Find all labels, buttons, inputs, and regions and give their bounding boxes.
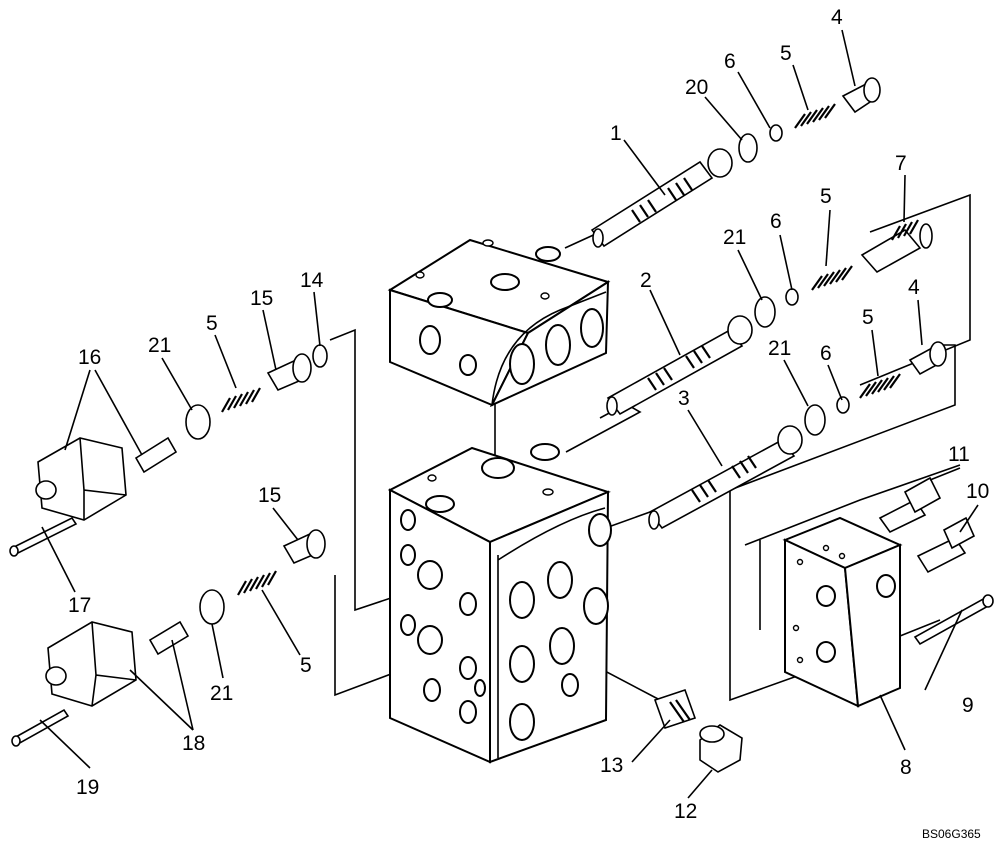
pilot-cap-16 [35, 436, 178, 521]
main-valve-block [387, 443, 612, 764]
bolt-9 [913, 594, 994, 646]
o-ring-21a [754, 296, 776, 328]
callout-3: 3 [678, 387, 690, 410]
callout-5: 5 [206, 312, 218, 335]
callout-20: 20 [685, 76, 708, 99]
o-ring-21c [185, 404, 211, 440]
callout-4: 4 [831, 6, 843, 29]
callout-21: 21 [210, 682, 233, 705]
screw-17 [9, 516, 78, 557]
callout-15: 15 [250, 287, 273, 310]
callout-18: 18 [182, 732, 205, 755]
callout-7: 7 [895, 152, 907, 175]
callout-17: 17 [68, 594, 91, 617]
callout-15: 15 [258, 484, 281, 507]
spring-5c [859, 373, 901, 399]
upper-valve-section [387, 238, 611, 408]
callout-6: 6 [724, 50, 736, 73]
o-ring-20 [738, 133, 758, 163]
solenoid-manifold [782, 516, 903, 708]
washer-6a [769, 124, 783, 142]
cartridge-10 [916, 516, 976, 574]
callout-12: 12 [674, 800, 697, 823]
o-ring-21d [199, 589, 225, 625]
callout-5: 5 [300, 654, 312, 677]
callout-8: 8 [900, 756, 912, 779]
o-ring-21b [804, 404, 826, 436]
callout-21: 21 [768, 337, 791, 360]
pilot-cap-18 [45, 620, 190, 707]
callout-10: 10 [966, 480, 989, 503]
callout-21: 21 [723, 226, 746, 249]
seals-springs-caps [185, 77, 947, 625]
leader-lines [39, 29, 979, 799]
cartridge-11 [878, 476, 942, 534]
callout-11: 11 [948, 443, 970, 466]
callout-9: 9 [962, 694, 974, 717]
spool-2 [606, 315, 753, 416]
spool-1 [590, 148, 733, 248]
drawing-code: BS06G365 [922, 827, 981, 841]
screw-19 [11, 708, 70, 747]
spring-5b [811, 265, 853, 291]
spring-5a [794, 103, 836, 129]
callout-1: 1 [610, 122, 622, 145]
plug-12 [699, 724, 743, 773]
valve-7 [860, 228, 922, 274]
relief-cartridge-13 [653, 688, 697, 730]
callout-21: 21 [148, 334, 171, 357]
callout-2: 2 [640, 269, 652, 292]
washer-6c [836, 396, 850, 414]
spool-3 [648, 425, 803, 530]
callout-5: 5 [820, 185, 832, 208]
spring-5e [237, 570, 277, 596]
callout-14: 14 [300, 269, 324, 292]
callout-4: 4 [908, 276, 920, 299]
callout-5: 5 [780, 42, 792, 65]
callout-16: 16 [78, 346, 101, 369]
washer-6b [785, 288, 799, 306]
callout-13: 13 [600, 754, 623, 777]
spring-5d [221, 387, 261, 413]
callout-19: 19 [76, 776, 99, 799]
callout-5: 5 [862, 306, 874, 329]
callout-6: 6 [820, 342, 832, 365]
callout-labels: 1 20 6 5 4 7 5 6 21 2 21 6 5 4 3 16 21 5… [68, 6, 989, 823]
washer-14 [312, 344, 328, 368]
callout-6: 6 [770, 210, 782, 233]
